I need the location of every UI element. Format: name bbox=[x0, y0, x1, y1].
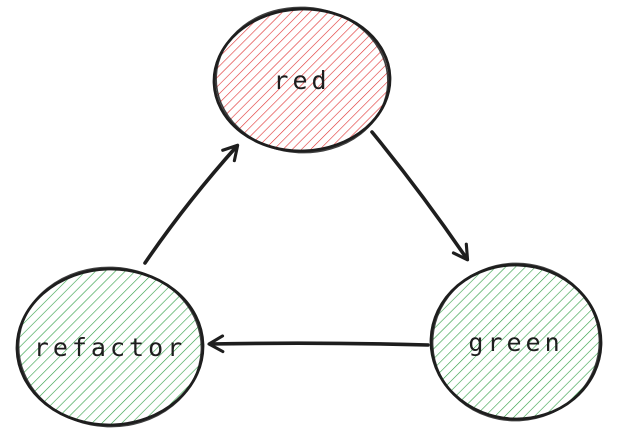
node-green: green bbox=[429, 262, 603, 422]
green-ellipse-outline-sketch bbox=[431, 262, 601, 422]
arrow-green-to-refactor bbox=[207, 334, 430, 354]
edges bbox=[143, 130, 470, 354]
node-refactor: refactor bbox=[15, 266, 205, 428]
green-ellipse-fill bbox=[431, 265, 601, 419]
node-label-refactor: refactor bbox=[34, 333, 186, 362]
arrow-refactor-to-red bbox=[143, 143, 240, 265]
green-ellipse-outline bbox=[429, 263, 603, 421]
red-ellipse-outline bbox=[212, 7, 392, 153]
node-label-red: red bbox=[273, 66, 330, 95]
node-label-green: green bbox=[468, 328, 563, 357]
node-red: red bbox=[212, 6, 392, 154]
arrow-red-to-green bbox=[370, 130, 470, 262]
red-ellipse-outline-sketch bbox=[215, 6, 389, 154]
refactor-ellipse-fill bbox=[17, 269, 203, 425]
refactor-ellipse-outline bbox=[15, 267, 205, 427]
red-ellipse-fill bbox=[214, 9, 390, 151]
refactor-ellipse-outline-sketch bbox=[17, 266, 203, 428]
